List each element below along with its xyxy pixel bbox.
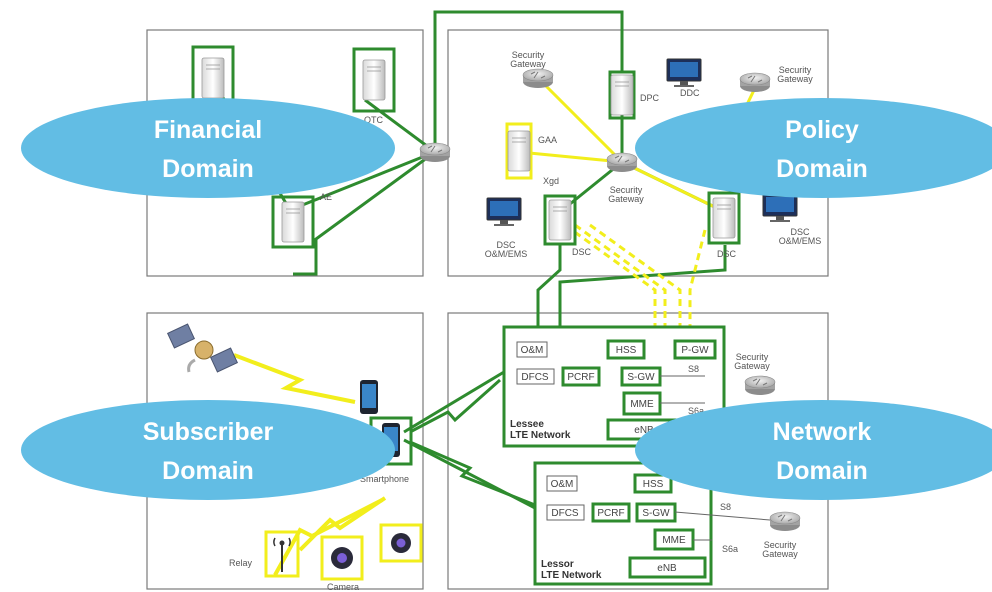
- camera-icon: [379, 523, 423, 563]
- policy-domain-label: Policy Domain: [635, 98, 992, 198]
- phone-icon: [360, 380, 378, 414]
- policy-domain-line2: Domain: [776, 155, 868, 183]
- xgd-label: Xgd: [543, 176, 559, 186]
- monitor-icon: [762, 193, 798, 223]
- financial-server-otc: [352, 47, 396, 113]
- router-icon: [606, 152, 638, 173]
- lessor-hss: HSS: [643, 479, 664, 490]
- subscriber-domain-line1: Subscriber: [143, 418, 274, 446]
- network-domain-label: Network Domain: [635, 400, 992, 500]
- router-icon: [739, 72, 771, 93]
- dsc-right-label: DSC: [717, 249, 737, 259]
- lessee-mme: MME: [630, 399, 654, 410]
- lessee-s6a: S6a: [688, 406, 704, 416]
- policy-domain-line1: Policy: [785, 116, 859, 144]
- lessor-dfcs: DFCS: [551, 508, 579, 519]
- financial-domain-label: Financial Domain: [21, 98, 395, 198]
- financial-server-ae: [271, 195, 315, 249]
- subscriber-domain-line2: Domain: [162, 457, 254, 485]
- lessor-enb: eNB: [657, 563, 677, 574]
- router-icon: [769, 511, 801, 532]
- router-icon: [419, 142, 451, 163]
- relay-label: Relay: [229, 558, 253, 568]
- monitor-icon: [486, 197, 522, 227]
- ddc-label: DDC: [680, 88, 700, 98]
- lessee-pgw: P-GW: [681, 345, 709, 356]
- otc-label: OTC: [364, 115, 383, 125]
- monitor-icon: [666, 58, 702, 88]
- gaa-label: GAA: [538, 135, 557, 145]
- ae-label: AE: [320, 192, 332, 202]
- router-icon: [744, 375, 776, 396]
- satellite-icon: [166, 323, 239, 373]
- dpc-label: DPC: [640, 93, 660, 103]
- lessor-lte-network: O&M HSS DFCS PCRF S-GW S8 MME S6a eNB Le…: [533, 461, 771, 586]
- lessee-enb: eNB: [634, 425, 654, 436]
- network-domain-line2: Domain: [776, 457, 868, 485]
- lessor-s8: S8: [720, 502, 731, 512]
- lessor-s6a: S6a: [722, 544, 738, 554]
- smartphone-label: Smartphone: [360, 474, 409, 484]
- lessor-mme: MME: [662, 535, 686, 546]
- lessee-pcrf: PCRF: [567, 372, 594, 383]
- wireless-links: [233, 353, 536, 576]
- subscriber-domain-label: Subscriber Domain: [21, 400, 395, 500]
- lessee-s8: S8: [688, 364, 699, 374]
- camera-icon: [320, 535, 364, 581]
- lessee-om: O&M: [521, 345, 544, 356]
- dpc-server: [608, 70, 636, 120]
- financial-domain-line2: Domain: [162, 155, 254, 183]
- dsc-left-label: DSC: [572, 247, 592, 257]
- lessor-pcrf: PCRF: [597, 508, 624, 519]
- dsc-right-server: [707, 191, 741, 245]
- lessee-lte-network: O&M HSS P-GW DFCS PCRF S-GW S8 MME S6a e…: [502, 325, 726, 448]
- financial-domain-line1: Financial: [154, 116, 262, 144]
- relay-icon: [264, 530, 300, 578]
- camera-label: Camera: [327, 582, 359, 592]
- lessor-sgw: S-GW: [642, 508, 670, 519]
- lessor-om: O&M: [551, 479, 574, 490]
- dsc-left-server: [543, 194, 577, 246]
- gaa-server: [505, 122, 533, 180]
- router-icon: [522, 68, 554, 89]
- network-domain-line1: Network: [773, 418, 872, 446]
- lessee-sgw: S-GW: [627, 372, 655, 383]
- lessee-dfcs: DFCS: [521, 372, 549, 383]
- lessee-hss: HSS: [616, 345, 637, 356]
